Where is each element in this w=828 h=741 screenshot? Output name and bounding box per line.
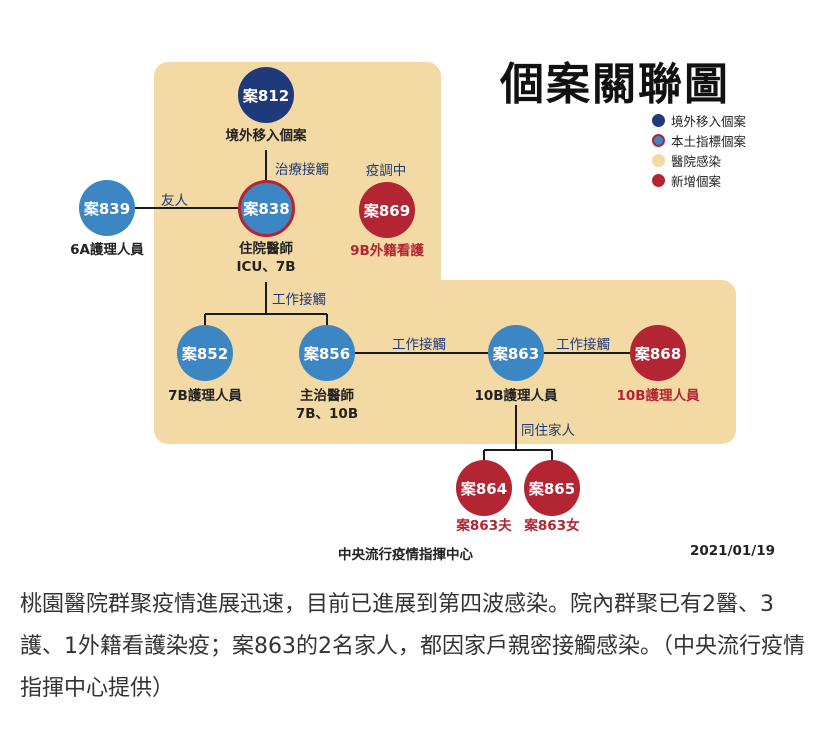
node-case-838: 案838 (238, 180, 295, 237)
legend-item-new: 新增個案 (652, 170, 746, 190)
chart-title: 個案關聯圖 (500, 59, 730, 110)
legend-item-local-index: 本土指標個案 (652, 130, 746, 150)
caption-case-852: 7B護理人員 (168, 388, 242, 404)
node-case-868: 案868 (630, 325, 686, 381)
edge-label-treatment-contact: 治療接觸 (275, 162, 329, 178)
node-case-863: 案863 (488, 325, 544, 381)
legend-dot-local-index (652, 133, 665, 147)
legend-item-hospital: 醫院感染 (652, 150, 746, 170)
legend-label: 新增個案 (671, 173, 722, 189)
caption-case-838-wards: ICU、7B (236, 259, 296, 275)
node-case-852: 案852 (177, 325, 233, 381)
legend: 境外移入個案 本土指標個案 醫院感染 新增個案 (652, 110, 746, 190)
date-label: 2021/01/19 (690, 543, 776, 559)
edge-label-work-contact-856-863: 工作接觸 (392, 337, 446, 353)
image-caption: 桃園醫院群聚疫情進展迅速，目前已進展到第四波感染。院內群聚已有2醫、3護、1外籍… (20, 592, 805, 701)
source-label: 中央流行疫情指揮中心 (338, 547, 473, 563)
caption-case-839: 6A護理人員 (70, 242, 144, 258)
caption-case-864: 案863夫 (456, 518, 512, 534)
legend-dot-imported (652, 113, 665, 127)
edge-label-work-contact-838: 工作接觸 (272, 292, 326, 308)
node-case-856: 案856 (299, 325, 355, 381)
node-case-812: 案812 (238, 67, 294, 123)
legend-label: 醫院感染 (671, 153, 722, 169)
edge-label-friend: 友人 (161, 193, 188, 209)
caption-case-812: 境外移入個案 (225, 128, 307, 144)
caption-case-868: 10B護理人員 (616, 388, 700, 404)
legend-dot-hospital (652, 153, 665, 167)
caption-case-869: 9B外籍看護 (350, 243, 424, 259)
node-case-865: 案865 (524, 460, 580, 516)
legend-dot-new (652, 173, 665, 187)
caption-case-838-role: 住院醫師 (239, 241, 293, 257)
edge-label-work-contact-863-868: 工作接觸 (556, 337, 610, 353)
caption-case-865: 案863女 (524, 518, 580, 534)
caption-case-863: 10B護理人員 (474, 388, 558, 404)
legend-label: 境外移入個案 (671, 113, 747, 129)
node-case-869: 案869 (359, 182, 415, 238)
legend-label: 本土指標個案 (671, 133, 747, 149)
edge-label-cohabitant: 同住家人 (521, 423, 575, 439)
caption-case-856-wards: 7B、10B (295, 406, 359, 422)
caption-case-856-role: 主治醫師 (300, 388, 354, 404)
node-case-864: 案864 (456, 460, 512, 516)
note-case-869: 疫調中 (365, 163, 407, 179)
node-case-839: 案839 (79, 180, 135, 236)
legend-item-imported: 境外移入個案 (652, 110, 746, 130)
